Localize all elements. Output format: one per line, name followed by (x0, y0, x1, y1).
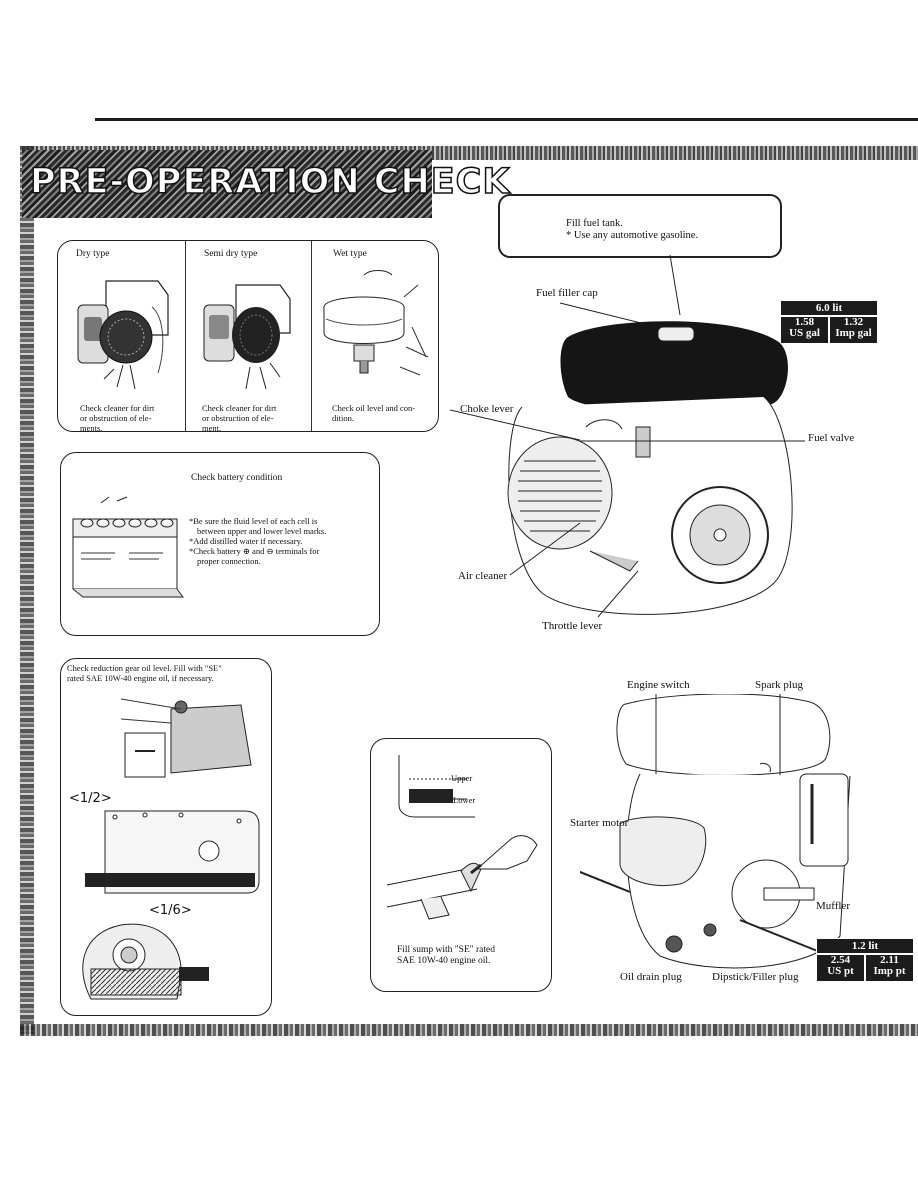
fuel-filler-cap-label: Fuel filler cap (536, 287, 598, 299)
wet-caption-line: dition. (332, 413, 354, 423)
fuel-imp-value: 1.32 (843, 316, 864, 328)
dipstick-level-illustration (398, 755, 475, 818)
gear-round-cover-illustration (82, 923, 209, 1000)
muffler-label: Muffler (816, 900, 851, 912)
wet-type-label: Wet type (333, 249, 367, 259)
starter-motor-label: Starter motor (570, 817, 629, 829)
wet-cleaner-illustration (323, 270, 429, 376)
battery-bullet: *Check battery ⊕ and ⊖ terminals for (189, 546, 320, 556)
oil-capacity-imp: 2.11 Imp pt (865, 954, 914, 982)
throttle-lever-label: Throttle lever (542, 620, 603, 632)
reduction-gear-panel: Check reduction gear oil level. Fill wit… (60, 658, 272, 1016)
spark-plug-label: Spark plug (755, 679, 803, 691)
engine-top-illustration (450, 255, 805, 618)
dry-caption-line: or obstruction of ele- (80, 413, 152, 423)
dry-cleaner-illustration (77, 280, 169, 390)
oil-capacity-lit: 1.2 lit (816, 938, 914, 954)
fuel-instruction-box: Fill fuel tank. * Use any automotive gas… (498, 194, 782, 258)
fuel-imp-unit: Imp gal (835, 327, 872, 339)
sump-instruction-line: SAE 10W-40 engine oil. (397, 956, 491, 966)
wet-caption-line: Check oil level and con- (332, 403, 416, 413)
fuel-capacity-lit: 6.0 lit (780, 300, 878, 316)
sump-instruction-line: Fill sump with "SE" rated (397, 945, 496, 955)
air-cleaner-label: Air cleaner (458, 570, 508, 582)
oil-us-unit: US pt (827, 965, 854, 977)
ratio-one-half: <1/2> (69, 791, 112, 806)
battery-title: Check battery condition (191, 473, 283, 483)
oil-us-value: 2.54 (830, 954, 851, 966)
fuel-note: * Use any automotive gasoline. (566, 230, 699, 241)
gear-cover-illustration (85, 810, 260, 894)
dry-type-label: Dry type (76, 249, 110, 259)
battery-illustration (72, 496, 184, 598)
fuel-instruction: Fill fuel tank. (566, 218, 623, 229)
fuel-capacity-us: 1.58 US gal (780, 316, 829, 344)
dry-caption-line: Check cleaner for dirt (80, 403, 155, 413)
gear-housing-illustration (121, 698, 252, 778)
frame-left-band (20, 146, 34, 1034)
fuel-us-unit: US gal (789, 327, 820, 339)
top-rule (95, 118, 918, 121)
dipstick-filler-plug-label: Dipstick/Filler plug (712, 971, 799, 983)
engine-bottom-illustration (580, 694, 851, 969)
title-banner (22, 150, 432, 218)
air-cleaner-panel: Dry type Semi dry type Wet type Check cl… (57, 240, 439, 433)
gear-instruction-line: Check reduction gear oil level. Fill wit… (67, 663, 222, 673)
choke-lever-label: Choke lever (460, 403, 514, 415)
semi-dry-caption-line: Check cleaner for dirt (202, 403, 277, 413)
oil-filling-illustration (386, 835, 538, 920)
oil-capacity-us: 2.54 US pt (816, 954, 865, 982)
lower-level-label: Lower (453, 795, 476, 805)
battery-bullet: *Be sure the fluid level of each cell is (189, 516, 318, 526)
semi-dry-type-label: Semi dry type (204, 249, 258, 259)
frame-bottom-band (20, 1024, 918, 1036)
gear-instruction-line: rated SAE 10W-40 engine oil, if necessar… (67, 673, 214, 683)
oil-imp-value: 2.11 (880, 954, 899, 966)
battery-bullet: *Add distilled water if necessary. (189, 536, 303, 546)
semi-dry-caption-line: or obstruction of ele- (202, 413, 274, 423)
fuel-valve-label: Fuel valve (808, 432, 855, 444)
battery-bullet: between upper and lower level marks. (197, 526, 327, 536)
ratio-one-sixth: <1/6> (149, 903, 192, 918)
fuel-capacity-imp: 1.32 Imp gal (829, 316, 878, 344)
upper-level-label: Upper (451, 773, 473, 783)
oil-imp-unit: Imp pt (873, 965, 906, 977)
fuel-us-value: 1.58 (794, 316, 815, 328)
semi-dry-caption-line: ment. (202, 423, 222, 433)
column-divider (311, 241, 312, 431)
dry-caption-line: ments. (80, 423, 103, 433)
battery-panel: Check battery condition *Be sure the flu… (60, 452, 380, 636)
battery-bullet: proper connection. (197, 556, 261, 566)
oil-sump-panel: Upper Lower Fill sump with "SE" rated SA… (370, 738, 552, 992)
page-title: PRE-OPERATION CHECK (29, 161, 511, 203)
column-divider (185, 241, 186, 431)
oil-drain-plug-label: Oil drain plug (620, 971, 682, 983)
engine-switch-label: Engine switch (627, 679, 690, 691)
semi-dry-cleaner-illustration (203, 284, 291, 390)
